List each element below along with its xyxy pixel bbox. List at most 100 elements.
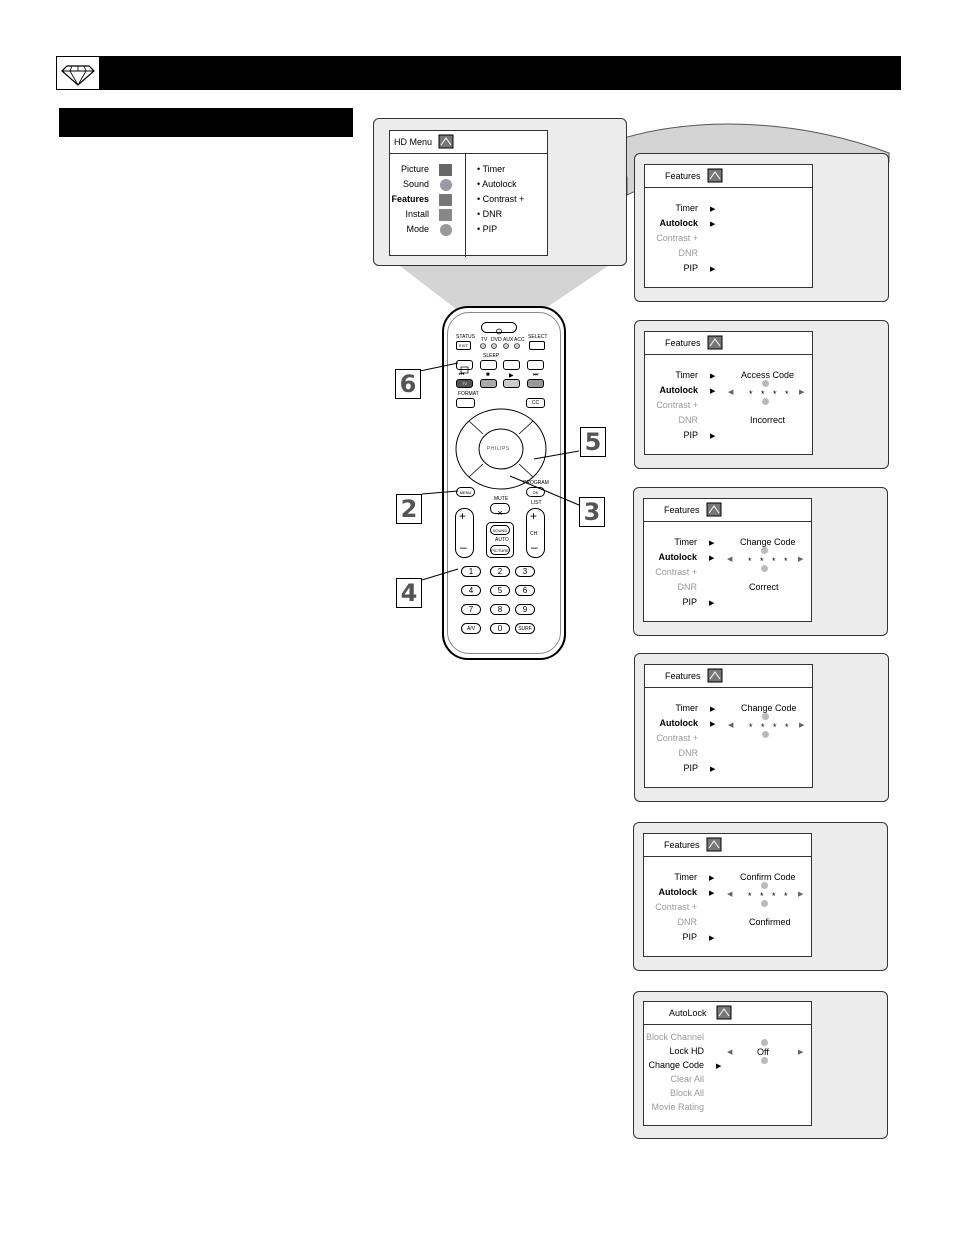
features-item-pip[interactable]: PIP <box>683 263 698 273</box>
channel-rocker[interactable]: + CH – <box>526 508 545 558</box>
hd-left-item-mode[interactable]: Mode <box>406 224 429 234</box>
number-key-4[interactable]: 4 <box>461 585 481 596</box>
right-arrow-icon[interactable]: ▶ <box>799 722 805 729</box>
up-indicator-icon <box>762 380 769 387</box>
sound-button[interactable]: SOUND <box>490 525 510 535</box>
hd-left-item-install[interactable]: Install <box>405 209 429 219</box>
features-item-autolock[interactable]: Autolock <box>658 887 697 897</box>
features-item-autolock[interactable]: Autolock <box>659 218 698 228</box>
features-item-pip[interactable]: PIP <box>683 430 698 440</box>
hd-right-item-contrast[interactable]: • Contrast + <box>477 194 525 204</box>
right-arrow-icon[interactable]: ▶ <box>798 556 804 563</box>
left-arrow-icon[interactable]: ◀ <box>727 1049 733 1056</box>
features-item-dnr[interactable]: DNR <box>678 415 699 425</box>
hd-left-item-features[interactable]: Features <box>391 194 429 204</box>
features-item-autolock[interactable]: Autolock <box>659 385 698 395</box>
green-button[interactable] <box>503 379 520 388</box>
number-key-1[interactable]: 1 <box>461 566 481 577</box>
features-item-contrast[interactable]: Contrast + <box>656 400 698 410</box>
features-item-dnr[interactable]: DNR <box>678 748 699 758</box>
features-item-timer[interactable]: Timer <box>674 872 697 882</box>
features-item-pip[interactable]: PIP <box>682 597 697 607</box>
hd-left-item-sound[interactable]: Sound <box>402 179 429 189</box>
features-item-autolock[interactable]: Autolock <box>658 552 697 562</box>
red-button[interactable] <box>480 379 497 388</box>
features-item-pip[interactable]: PIP <box>682 932 697 942</box>
pip-button[interactable] <box>456 360 473 374</box>
mode-selector-dots[interactable] <box>480 343 522 350</box>
diamond-icon <box>56 56 100 90</box>
features-item-timer[interactable]: Timer <box>675 203 698 213</box>
number-key-3[interactable]: 3 <box>515 566 535 577</box>
features-item-contrast[interactable]: Contrast + <box>655 902 697 912</box>
mute-icon: ✕ <box>497 510 503 518</box>
picture-label: PICTURE <box>491 548 509 553</box>
sleep-button[interactable] <box>480 360 497 370</box>
status-label: STATUS <box>456 334 475 340</box>
number-key-2[interactable]: 2 <box>490 566 510 577</box>
number-key-0[interactable]: 0 <box>490 623 510 634</box>
picture-button[interactable]: PICTURE <box>490 545 510 555</box>
mute-button[interactable]: ✕ <box>490 503 510 518</box>
hd-right-item-pip-label: PIP <box>482 224 498 234</box>
autolock-item-block-channel[interactable]: Block Channel <box>645 1032 704 1042</box>
features-item-dnr[interactable]: DNR <box>677 582 698 592</box>
blue-button[interactable] <box>527 379 544 388</box>
features-item-contrast[interactable]: Contrast + <box>656 233 698 243</box>
sound-label: SOUND <box>492 528 508 533</box>
exit-button[interactable]: EXIT <box>456 341 471 350</box>
hd-right-item-dnr[interactable]: • DNR <box>477 209 503 219</box>
autolock-title-icon <box>716 1005 732 1020</box>
features-item-timer[interactable]: Timer <box>674 537 697 547</box>
number-key-7[interactable]: 7 <box>461 604 481 615</box>
features-item-dnr[interactable]: DNR <box>678 248 699 258</box>
freeze-button[interactable] <box>503 360 520 370</box>
select-button[interactable] <box>529 341 545 350</box>
right-arrow-icon[interactable]: ▶ <box>799 389 805 396</box>
features-item-pip[interactable]: PIP <box>683 763 698 773</box>
menu-button[interactable]: MENU <box>456 487 475 497</box>
autolock-item-lock-hd[interactable]: Lock HD <box>669 1046 704 1056</box>
left-arrow-icon[interactable]: ◀ <box>727 891 733 898</box>
cc-button[interactable]: CC <box>526 398 545 408</box>
hd-right-item-pip[interactable]: • PIP <box>477 224 498 234</box>
surf-button[interactable]: SURF <box>515 623 535 634</box>
autolock-item-clear-all[interactable]: Clear All <box>670 1074 704 1084</box>
left-arrow-icon[interactable]: ◀ <box>727 556 733 563</box>
hd-right-item-timer[interactable]: • Timer <box>477 164 506 174</box>
aux-label: AUX <box>503 337 514 343</box>
dvd-label: DVD <box>491 337 502 343</box>
number-key-9[interactable]: 9 <box>515 604 535 615</box>
tv-source-button[interactable]: TV <box>456 379 473 388</box>
callout-5: 5 <box>580 427 606 457</box>
number-key-5[interactable]: 5 <box>490 585 510 596</box>
number-key-8[interactable]: 8 <box>490 604 510 615</box>
channel-up-icon: + <box>530 509 538 523</box>
right-arrow-icon[interactable]: ▶ <box>798 1049 804 1056</box>
autolock-item-change-code[interactable]: Change Code <box>648 1060 704 1070</box>
ok-button[interactable]: OK <box>526 487 545 497</box>
features-item-dnr[interactable]: DNR <box>677 917 698 927</box>
number-key-6[interactable]: 6 <box>515 585 535 596</box>
features-item-contrast[interactable]: Contrast + <box>656 733 698 743</box>
volume-rocker[interactable]: + – <box>455 508 474 558</box>
format-button[interactable] <box>456 398 475 408</box>
autolock-item-movie-rating[interactable]: Movie Rating <box>651 1102 704 1112</box>
features-item-timer[interactable]: Timer <box>675 703 698 713</box>
callout-2: 2 <box>396 494 422 524</box>
left-arrow-icon[interactable]: ◀ <box>728 389 734 396</box>
left-arrow-icon[interactable]: ◀ <box>728 722 734 729</box>
hd-left-item-picture[interactable]: Picture <box>400 164 429 174</box>
mode-icon <box>440 224 452 236</box>
dpad[interactable] <box>455 408 547 490</box>
features-item-autolock[interactable]: Autolock <box>659 718 698 728</box>
av-button[interactable]: A/V <box>461 623 481 634</box>
features-item-timer[interactable]: Timer <box>675 370 698 380</box>
stop-icon: ■ <box>486 372 490 378</box>
right-arrow-icon[interactable]: ▶ <box>798 891 804 898</box>
features-item-contrast[interactable]: Contrast + <box>655 567 697 577</box>
power-button[interactable] <box>481 322 517 335</box>
autolock-item-block-all[interactable]: Block All <box>669 1088 704 1098</box>
hd-right-item-autolock[interactable]: • Autolock <box>477 179 517 189</box>
clock-button[interactable] <box>527 360 544 370</box>
